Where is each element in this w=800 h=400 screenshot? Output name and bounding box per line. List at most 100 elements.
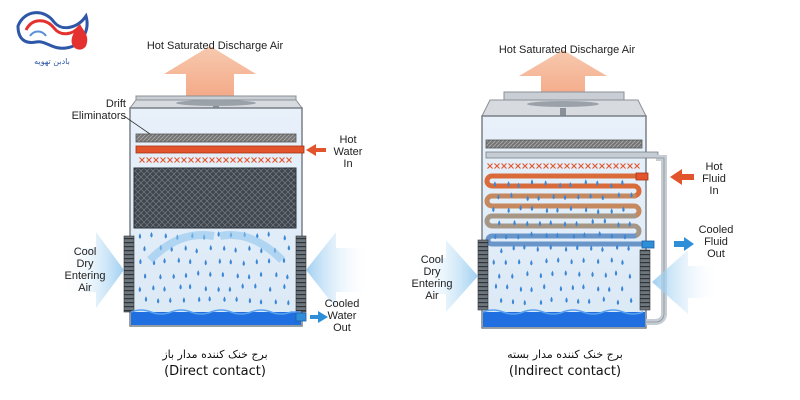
spray-mark	[585, 163, 591, 169]
water-drop	[545, 257, 548, 264]
water-drop	[247, 273, 251, 280]
water-drop	[563, 221, 567, 227]
water-drop	[222, 245, 226, 251]
spray-mark	[251, 157, 257, 163]
water-drop	[139, 258, 142, 265]
water-drop	[188, 283, 192, 290]
water-drop	[143, 273, 147, 279]
spray-mark	[501, 163, 507, 169]
water-drop	[209, 271, 212, 278]
drift-eliminators	[485, 139, 643, 149]
water-drop	[621, 259, 624, 266]
water-drop	[587, 298, 591, 304]
water-drop	[523, 244, 526, 250]
water-drop	[242, 260, 245, 266]
water-drop	[530, 259, 533, 266]
water-drop	[603, 218, 607, 224]
water-drop	[138, 286, 142, 293]
water-drop	[552, 193, 555, 200]
air-inlet-louver-left	[477, 239, 489, 311]
water-drop	[177, 257, 181, 263]
water-drop	[575, 220, 578, 227]
water-drop	[621, 179, 624, 186]
cold-water-basin	[131, 312, 301, 325]
water-drop	[551, 270, 554, 277]
water-drop	[610, 233, 614, 239]
water-drop	[589, 193, 592, 199]
open-circuit-tower	[62, 46, 370, 327]
water-drop	[223, 296, 226, 302]
water-drop	[217, 231, 220, 237]
water-drop	[596, 180, 599, 186]
water-drop	[617, 192, 621, 198]
water-drop	[159, 273, 162, 280]
water-drop	[497, 193, 500, 200]
spray-mark	[230, 157, 236, 163]
water-drop	[597, 286, 600, 292]
water-drop	[255, 258, 259, 265]
spray-mark	[181, 157, 187, 163]
water-drop	[138, 233, 142, 239]
water-drop	[236, 272, 239, 279]
spray-mark	[571, 163, 577, 169]
hot-fluid-in-label: Hot Fluid In	[702, 161, 726, 197]
spray-mark	[564, 163, 570, 169]
spray-nozzles	[487, 163, 640, 169]
water-drop	[519, 286, 523, 292]
water-drop	[582, 257, 585, 263]
water-drop	[610, 208, 613, 214]
water-drop	[628, 221, 631, 227]
water-drop	[584, 179, 587, 185]
right-caption-en: (Indirect contact)	[508, 364, 622, 379]
spray-nozzles	[139, 157, 292, 163]
water-drop	[275, 271, 278, 278]
water-drop	[164, 233, 167, 239]
hot-water-pipe	[135, 145, 305, 154]
water-drop	[234, 247, 237, 253]
water-drop	[576, 298, 580, 304]
water-drop	[549, 219, 552, 226]
water-drop	[596, 258, 600, 265]
water-drop	[565, 297, 568, 303]
water-drop	[494, 233, 497, 240]
water-drop	[601, 246, 604, 253]
water-drop	[610, 257, 614, 263]
water-drop	[616, 299, 620, 306]
water-drop	[197, 296, 201, 303]
water-drop	[184, 245, 187, 251]
spray-mark	[286, 157, 292, 163]
spray-mark	[237, 157, 243, 163]
water-drop	[169, 297, 172, 304]
water-drop	[539, 299, 543, 306]
water-drop	[602, 296, 606, 302]
water-drop	[228, 286, 232, 292]
spray-mark	[258, 157, 264, 163]
spray-mark	[634, 163, 640, 169]
spray-mark	[244, 157, 250, 163]
air-inlet-louver-right	[295, 235, 307, 313]
water-drop	[274, 298, 278, 305]
water-drop	[615, 244, 619, 250]
water-drop	[620, 285, 624, 292]
water-drop	[544, 180, 547, 186]
discharge-air-arrow	[164, 46, 256, 98]
water-drop	[510, 192, 513, 198]
spray-mark	[223, 157, 229, 163]
spray-mark	[153, 157, 159, 163]
hot-water-in-arrow	[306, 144, 326, 156]
cooled-fluid-out-label: Cooled Fluid Out	[698, 224, 734, 260]
drift-eliminators	[135, 133, 297, 143]
water-drop	[259, 299, 263, 305]
right-cool-air-label: Cool Dry Entering Air	[411, 254, 453, 302]
water-drop	[572, 233, 576, 239]
water-drop	[500, 247, 503, 254]
water-drop	[601, 194, 605, 201]
spray-mark	[529, 163, 535, 169]
water-drop	[498, 273, 501, 279]
water-drop	[229, 258, 232, 265]
water-drop	[571, 284, 575, 291]
water-drop	[578, 271, 581, 277]
water-drop	[629, 297, 633, 304]
water-drop	[513, 219, 516, 226]
spray-mark	[550, 163, 556, 169]
